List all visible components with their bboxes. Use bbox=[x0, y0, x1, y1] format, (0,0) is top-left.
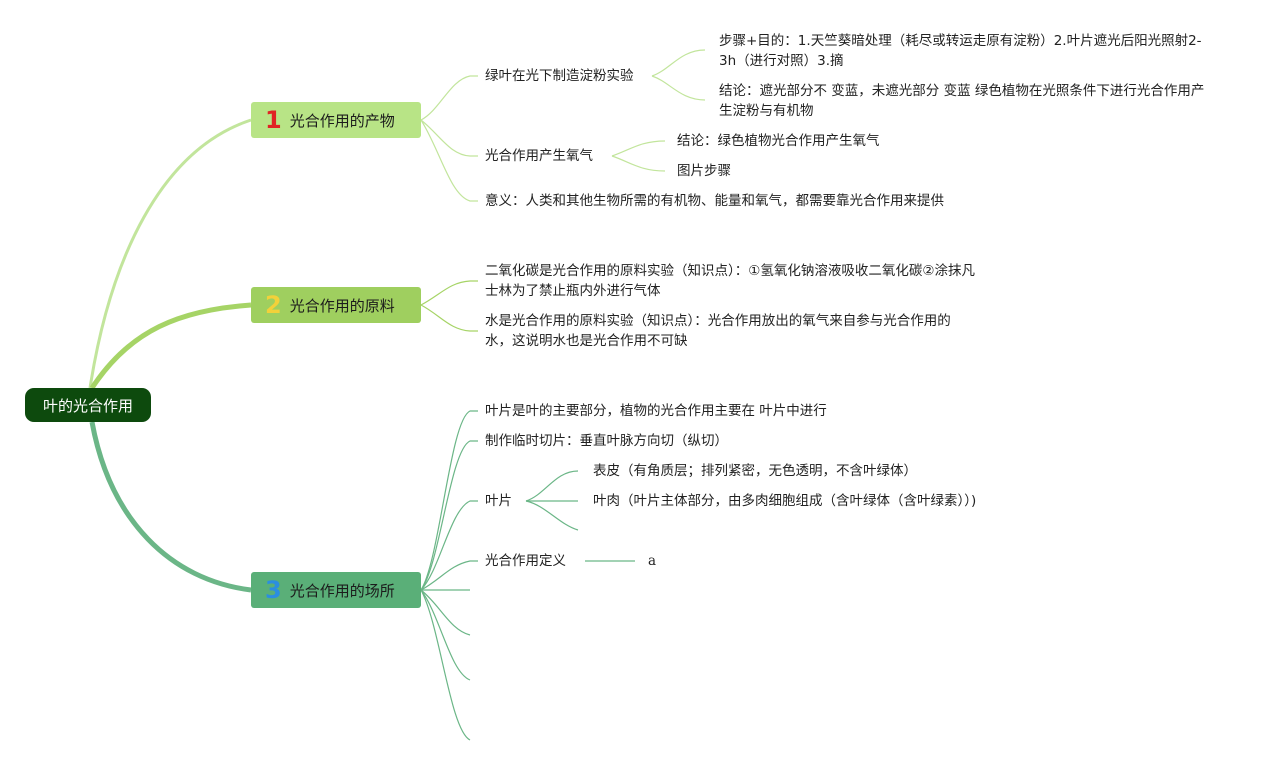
topic-significance[interactable]: 意义：人类和其他生物所需的有机物、能量和氧气，都需要靠光合作用来提供 bbox=[485, 193, 944, 209]
topic-mesophyll[interactable]: 叶肉（叶片主体部分，由多肉细胞组成（含叶绿体（含叶绿素））) bbox=[593, 493, 977, 509]
topic-oxygen-images[interactable]: 图片步骤 bbox=[677, 163, 731, 179]
root-to-branch-3-line bbox=[89, 421, 252, 593]
topic-co2-experiment[interactable]: 二氧化碳是光合作用的原料实验（知识点）：①氢氧化钠溶液吸收二氧化碳②涂抹凡士林为… bbox=[485, 263, 975, 299]
root-topic-label: 叶的光合作用 bbox=[42, 396, 133, 415]
root-to-branch-2-line bbox=[89, 302, 252, 390]
branch-site-label: 光合作用的场所 bbox=[289, 581, 395, 600]
branch-products[interactable]: 1 光合作用的产物 bbox=[251, 102, 421, 138]
topic-definition[interactable]: 光合作用定义 bbox=[485, 553, 566, 569]
number-1-icon: 1 bbox=[265, 106, 282, 134]
topic-water-experiment[interactable]: 水是光合作用的原料实验（知识点）：光合作用放出的氧气来自参与光合作用的水，这说明… bbox=[485, 313, 951, 349]
topic-epidermis[interactable]: 表皮（有角质层；排列紧密，无色透明，不含叶绿体） bbox=[593, 463, 917, 479]
root-to-branch-1-line bbox=[88, 118, 252, 389]
topic-leaf-blade[interactable]: 叶片 bbox=[485, 493, 512, 509]
branch-products-label: 光合作用的产物 bbox=[289, 111, 395, 130]
branch-raw-materials-label: 光合作用的原料 bbox=[289, 296, 395, 315]
root-topic[interactable]: 叶的光合作用 bbox=[25, 388, 151, 422]
topic-definition-a[interactable]: a bbox=[648, 553, 657, 569]
topic-oxygen[interactable]: 光合作用产生氧气 bbox=[485, 148, 593, 164]
number-2-icon: 2 bbox=[265, 291, 282, 319]
topic-temporary-section[interactable]: 制作临时切片：垂直叶脉方向切（纵切） bbox=[485, 433, 728, 449]
branch-site[interactable]: 3 光合作用的场所 bbox=[251, 572, 421, 608]
topic-starch-steps[interactable]: 步骤+目的：1.天竺葵暗处理（耗尽或转运走原有淀粉）2.叶片遮光后阳光照射2-3… bbox=[719, 33, 1202, 69]
number-3-icon: 3 bbox=[265, 576, 282, 604]
topic-starch-conclusion[interactable]: 结论：遮光部分不 变蓝，未遮光部分 变蓝 绿色植物在光照条件下进行光合作用产生淀… bbox=[719, 83, 1205, 119]
branch-raw-materials[interactable]: 2 光合作用的原料 bbox=[251, 287, 421, 323]
topic-leaf-blade-main[interactable]: 叶片是叶的主要部分，植物的光合作用主要在 叶片中进行 bbox=[485, 403, 827, 419]
topic-oxygen-conclusion[interactable]: 结论：绿色植物光合作用产生氧气 bbox=[677, 133, 880, 149]
topic-starch-experiment[interactable]: 绿叶在光下制造淀粉实验 bbox=[485, 68, 634, 84]
